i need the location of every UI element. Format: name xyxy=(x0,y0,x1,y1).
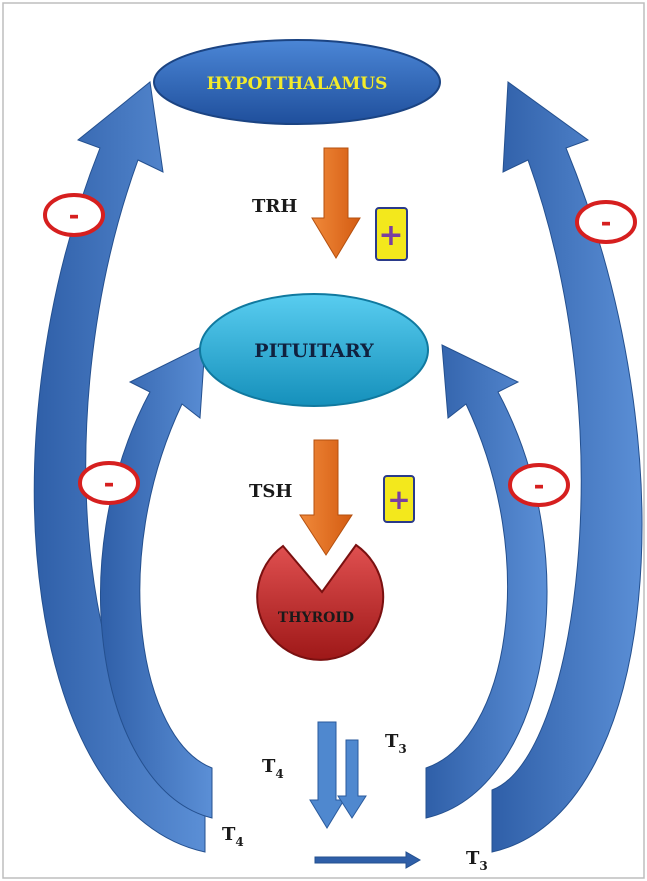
negative-badge-inner-right: - xyxy=(508,463,570,507)
svg-text:-: - xyxy=(534,471,545,501)
negative-badge-outer-left: - xyxy=(43,193,105,237)
t3-label-lower: T3 xyxy=(466,848,488,873)
thyroid-node xyxy=(256,543,385,661)
t4-label-lower: T4 xyxy=(222,824,244,849)
t4-label-upper: T4 xyxy=(262,756,284,781)
tsh-label: TSH xyxy=(249,481,292,502)
trh-label: TRH xyxy=(252,196,297,217)
svg-text:-: - xyxy=(69,201,80,231)
svg-text:-: - xyxy=(601,208,612,238)
hypothalamus-node xyxy=(153,39,441,125)
positive-box-trh xyxy=(375,207,408,261)
hypothalamus-label: HYPOTTHALAMUS xyxy=(207,74,388,94)
negative-badge-outer-right: - xyxy=(575,200,637,244)
inner-left-feedback-arrow xyxy=(100,344,213,819)
t4-to-t3-conversion-arrow xyxy=(314,851,422,869)
t4-output-arrow xyxy=(309,721,345,829)
thyroid-label: THYROID xyxy=(278,610,354,626)
inner-right-feedback-arrow xyxy=(425,344,548,819)
t3-output-arrow xyxy=(337,739,367,819)
t3-label-upper: T3 xyxy=(385,731,407,756)
svg-text:T4: T4 xyxy=(222,824,244,849)
svg-text:T4: T4 xyxy=(262,756,284,781)
positive-sign-tsh: + xyxy=(387,483,410,516)
negative-badge-inner-left: - xyxy=(78,461,140,505)
svg-text:T3: T3 xyxy=(385,731,407,756)
svg-text:-: - xyxy=(104,469,115,499)
pituitary-node xyxy=(199,293,429,407)
trh-arrow xyxy=(311,147,361,259)
tsh-arrow xyxy=(299,439,353,556)
outer-right-feedback-arrow xyxy=(491,81,643,853)
positive-box-tsh xyxy=(383,475,415,523)
svg-text:T3: T3 xyxy=(466,848,488,873)
pituitary-label: PITUITARY xyxy=(254,340,374,362)
positive-sign-trh: + xyxy=(378,218,403,253)
